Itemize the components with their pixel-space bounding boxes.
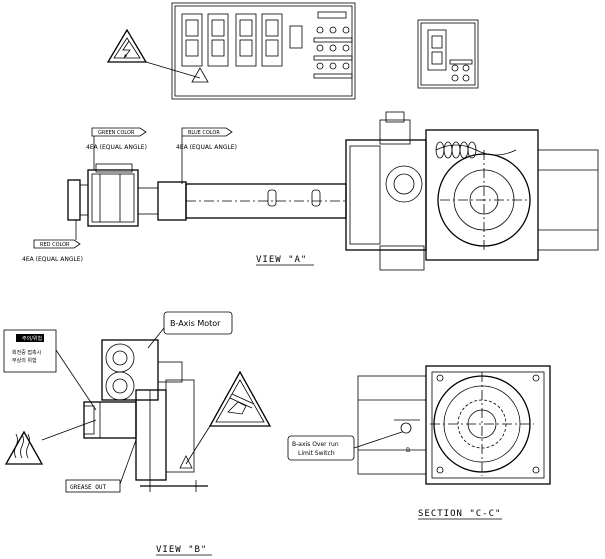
limit-switch-callout: B-axis Over run Limit Switch B [287,431,410,461]
svg-text:RED COLOR: RED COLOR [40,242,70,248]
blue-color-tag: BLUE COLOR 4EA (EQUAL ANGLE) [176,127,237,184]
svg-text:4EA (EQUAL ANGLE): 4EA (EQUAL ANGLE) [176,144,237,151]
connector-panel-secondary [417,19,479,89]
connector-panel-main [106,2,356,100]
red-color-tag: RED COLOR 4EA (EQUAL ANGLE) [22,220,83,263]
svg-text:B-axis Over run: B-axis Over run [292,441,339,448]
spring-coils [435,141,477,159]
b-axis-motor-callout: B-Axis Motor [147,311,233,349]
svg-text:GREASE OUT: GREASE OUT [70,484,107,491]
svg-text:GREEN COLOR: GREEN COLOR [98,130,135,136]
connector-blocks [181,11,347,67]
hot-surface-warning-icon [4,419,97,465]
svg-text:주의/위험: 주의/위험 [22,335,42,342]
svg-text:BLUE COLOR: BLUE COLOR [188,130,220,136]
warning-plate: 주의/위험 회전중 접촉시 부상의 위험 [3,329,97,411]
section-cc-assembly [357,365,551,485]
hand-pinch-warning-icon [179,370,272,469]
grease-out-label: GREASE OUT [65,439,137,493]
view-a-title: VIEW "A" [256,255,307,265]
svg-text:부상의 위험: 부상의 위험 [12,357,37,364]
green-color-tag: GREEN COLOR 4EA (EQUAL ANGLE) [86,127,147,170]
view-a-assembly [67,111,599,271]
svg-text:Limit Switch: Limit Switch [298,450,335,457]
section-cc-title: SECTION "C-C" [418,509,501,519]
svg-text:회전중 접촉시: 회전중 접촉시 [12,349,41,356]
svg-text:4EA (EQUAL ANGLE): 4EA (EQUAL ANGLE) [22,256,83,263]
view-b-assembly [83,339,208,492]
small-connector-grid [313,26,353,79]
view-b-title: VIEW "B" [156,545,207,555]
high-voltage-warning-icon [106,28,148,63]
svg-text:4EA (EQUAL ANGLE): 4EA (EQUAL ANGLE) [86,144,147,151]
svg-text:B: B [406,447,410,454]
svg-text:B-Axis Motor: B-Axis Motor [170,319,221,328]
